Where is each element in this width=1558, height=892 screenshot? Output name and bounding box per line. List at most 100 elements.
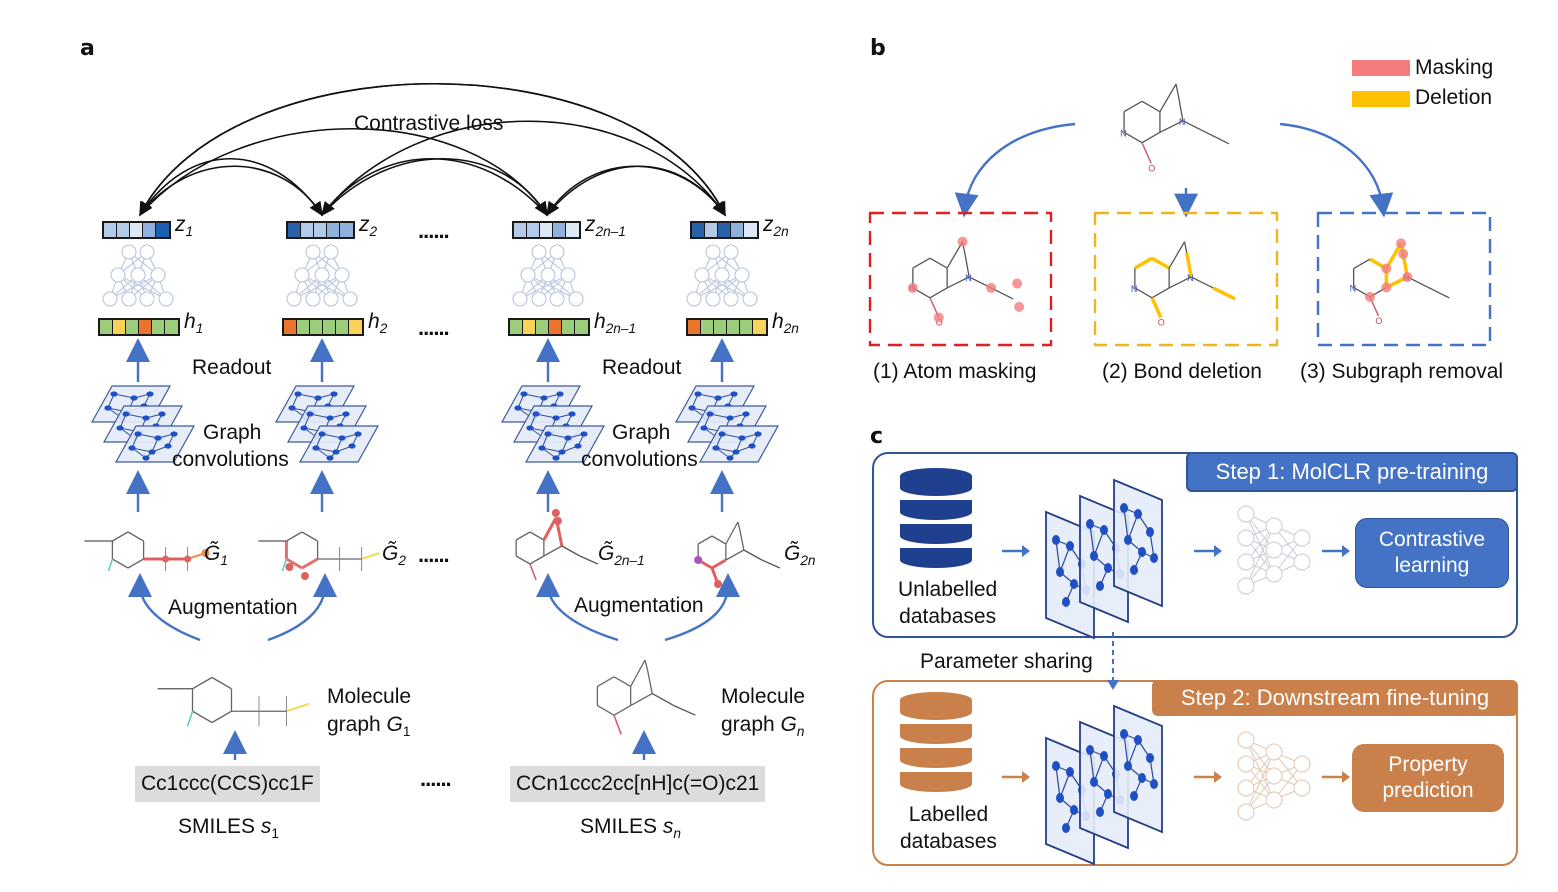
ellipsis-z: ...... xyxy=(418,218,450,243)
h-vector-cell xyxy=(536,320,549,334)
smiles-label-1: SMILES s1 xyxy=(178,815,279,841)
step1-banner: Step 1: MolCLR pre-training xyxy=(1186,452,1518,492)
molecule-icon xyxy=(258,531,380,580)
h-vector-label-2: h2 xyxy=(368,310,388,336)
aug-graph-label-3: G̃2n–1 xyxy=(598,542,645,568)
neural-network-icon xyxy=(1237,731,1311,821)
h-vector-cell xyxy=(575,320,588,334)
augmentation-caption-3: (3) Subgraph removal xyxy=(1300,360,1504,383)
readout-label-2: Readout xyxy=(602,356,682,379)
h-vector-cell xyxy=(349,320,362,334)
smiles-string-n: CCn1ccc2cc[nH]c(=O)c21 xyxy=(510,766,766,802)
svg-text:O: O xyxy=(1158,318,1165,328)
molecule-icon xyxy=(694,521,781,588)
h-vector-label-4: h2n xyxy=(772,310,799,336)
gnn-layers-icon xyxy=(1045,704,1163,866)
h-vector-1 xyxy=(98,318,180,336)
augmentation-caption-2: (2) Bond deletion xyxy=(1102,360,1262,383)
gnn-layers-icon xyxy=(1045,478,1163,640)
molecule-icon xyxy=(596,659,696,735)
arc-z2-z1 xyxy=(139,158,323,217)
augmented-molecule-icon: NNO xyxy=(1120,83,1230,173)
h-vector-cell xyxy=(310,320,323,334)
z-vector-label-2: z2 xyxy=(359,213,378,239)
z-vector-cell xyxy=(527,223,540,237)
z-vector-cell xyxy=(288,223,301,237)
h-vector-3 xyxy=(508,318,590,336)
augmentation-label-1: Augmentation xyxy=(168,596,298,619)
z-vector-cell xyxy=(718,223,731,237)
graph-convolution-stacks xyxy=(90,385,780,463)
h-vector-cell xyxy=(701,320,714,334)
z-vector-4 xyxy=(690,221,759,239)
flow-arrow-icon xyxy=(1322,771,1350,783)
augmented-molecule-icon: NNO xyxy=(1131,241,1236,328)
z-vector-cell xyxy=(744,223,757,237)
h-vector-cell xyxy=(714,320,727,334)
arrow-to-subgraph-removal xyxy=(1279,122,1394,218)
z-vector-cell xyxy=(705,223,718,237)
molecule-icon xyxy=(84,531,210,572)
z-vector-label-3: z2n–1 xyxy=(585,213,626,239)
database-icon xyxy=(900,468,972,568)
h-vector-cell xyxy=(113,320,126,334)
svg-text:N: N xyxy=(1350,283,1357,293)
h-vector-cell xyxy=(562,320,575,334)
flow-arrow-icon xyxy=(1322,545,1350,557)
graph-conv-label-2b: convolutions xyxy=(581,448,698,471)
h-vector-cell xyxy=(165,320,178,334)
h-vector-cell xyxy=(740,320,753,334)
projection-head-icon xyxy=(512,244,584,307)
graph-convolution-icon xyxy=(274,385,380,463)
h-vector-cell xyxy=(139,320,152,334)
z-vector-cell xyxy=(104,223,117,237)
panel-a-label: a xyxy=(80,36,95,61)
graph-convolution-icon xyxy=(674,385,780,463)
h-vector-cell xyxy=(100,320,113,334)
bond-deletion-box xyxy=(1093,211,1279,347)
smiles-string-1: Cc1ccc(CCS)cc1F xyxy=(135,766,320,802)
h-vector-label-1: h1 xyxy=(184,310,204,336)
augmentation-label-2: Augmentation xyxy=(574,594,704,617)
z-vector-cell xyxy=(301,223,314,237)
h-vector-cell xyxy=(549,320,562,334)
arc-z1-z2n1 xyxy=(139,128,548,217)
augmented-molecule-icon: NNO xyxy=(907,236,1025,328)
contrastive-loss-arcs xyxy=(139,83,726,217)
ellipsis-smiles: ...... xyxy=(420,766,452,791)
h-vector-cell xyxy=(297,320,310,334)
aug-graph-label-4: G̃2n xyxy=(784,542,816,568)
panel-b-label: b xyxy=(870,36,886,61)
database-icon xyxy=(900,692,972,792)
molecule-label-n: Molecule graph Gn xyxy=(721,685,806,739)
step2-banner: Step 2: Downstream fine-tuning xyxy=(1152,680,1518,716)
graph-convolution-icon xyxy=(500,385,606,463)
svg-text:N: N xyxy=(1131,284,1138,294)
augmentation-caption-1: (1) Atom masking xyxy=(873,360,1037,383)
arrow-to-atom-masking xyxy=(954,122,1076,218)
h-vector-cell xyxy=(727,320,740,334)
z-vector-cell xyxy=(327,223,340,237)
graph-conv-label-1b: convolutions xyxy=(172,448,289,471)
z-vector-cell xyxy=(540,223,553,237)
h-vector-4 xyxy=(686,318,768,336)
arc-z2n1-z2 xyxy=(321,157,548,217)
arc-z1-z2n-rev xyxy=(139,83,726,217)
augmented-molecule-icon: NNO xyxy=(1350,238,1450,326)
h-vector-cell xyxy=(126,320,139,334)
atom-masking-box xyxy=(868,211,1053,347)
h-vector-cell xyxy=(152,320,165,334)
z-vector-2 xyxy=(286,221,355,239)
h-vector-2 xyxy=(282,318,364,336)
svg-text:N: N xyxy=(1179,117,1186,127)
h-vector-cell xyxy=(753,320,766,334)
z-vector-cell xyxy=(314,223,327,237)
molecule-icon xyxy=(515,509,599,581)
z-vector-cell xyxy=(692,223,705,237)
z-vector-cell xyxy=(553,223,566,237)
svg-text:O: O xyxy=(1148,163,1155,173)
molecule-label-1: Molecule graph G1 xyxy=(327,685,412,739)
